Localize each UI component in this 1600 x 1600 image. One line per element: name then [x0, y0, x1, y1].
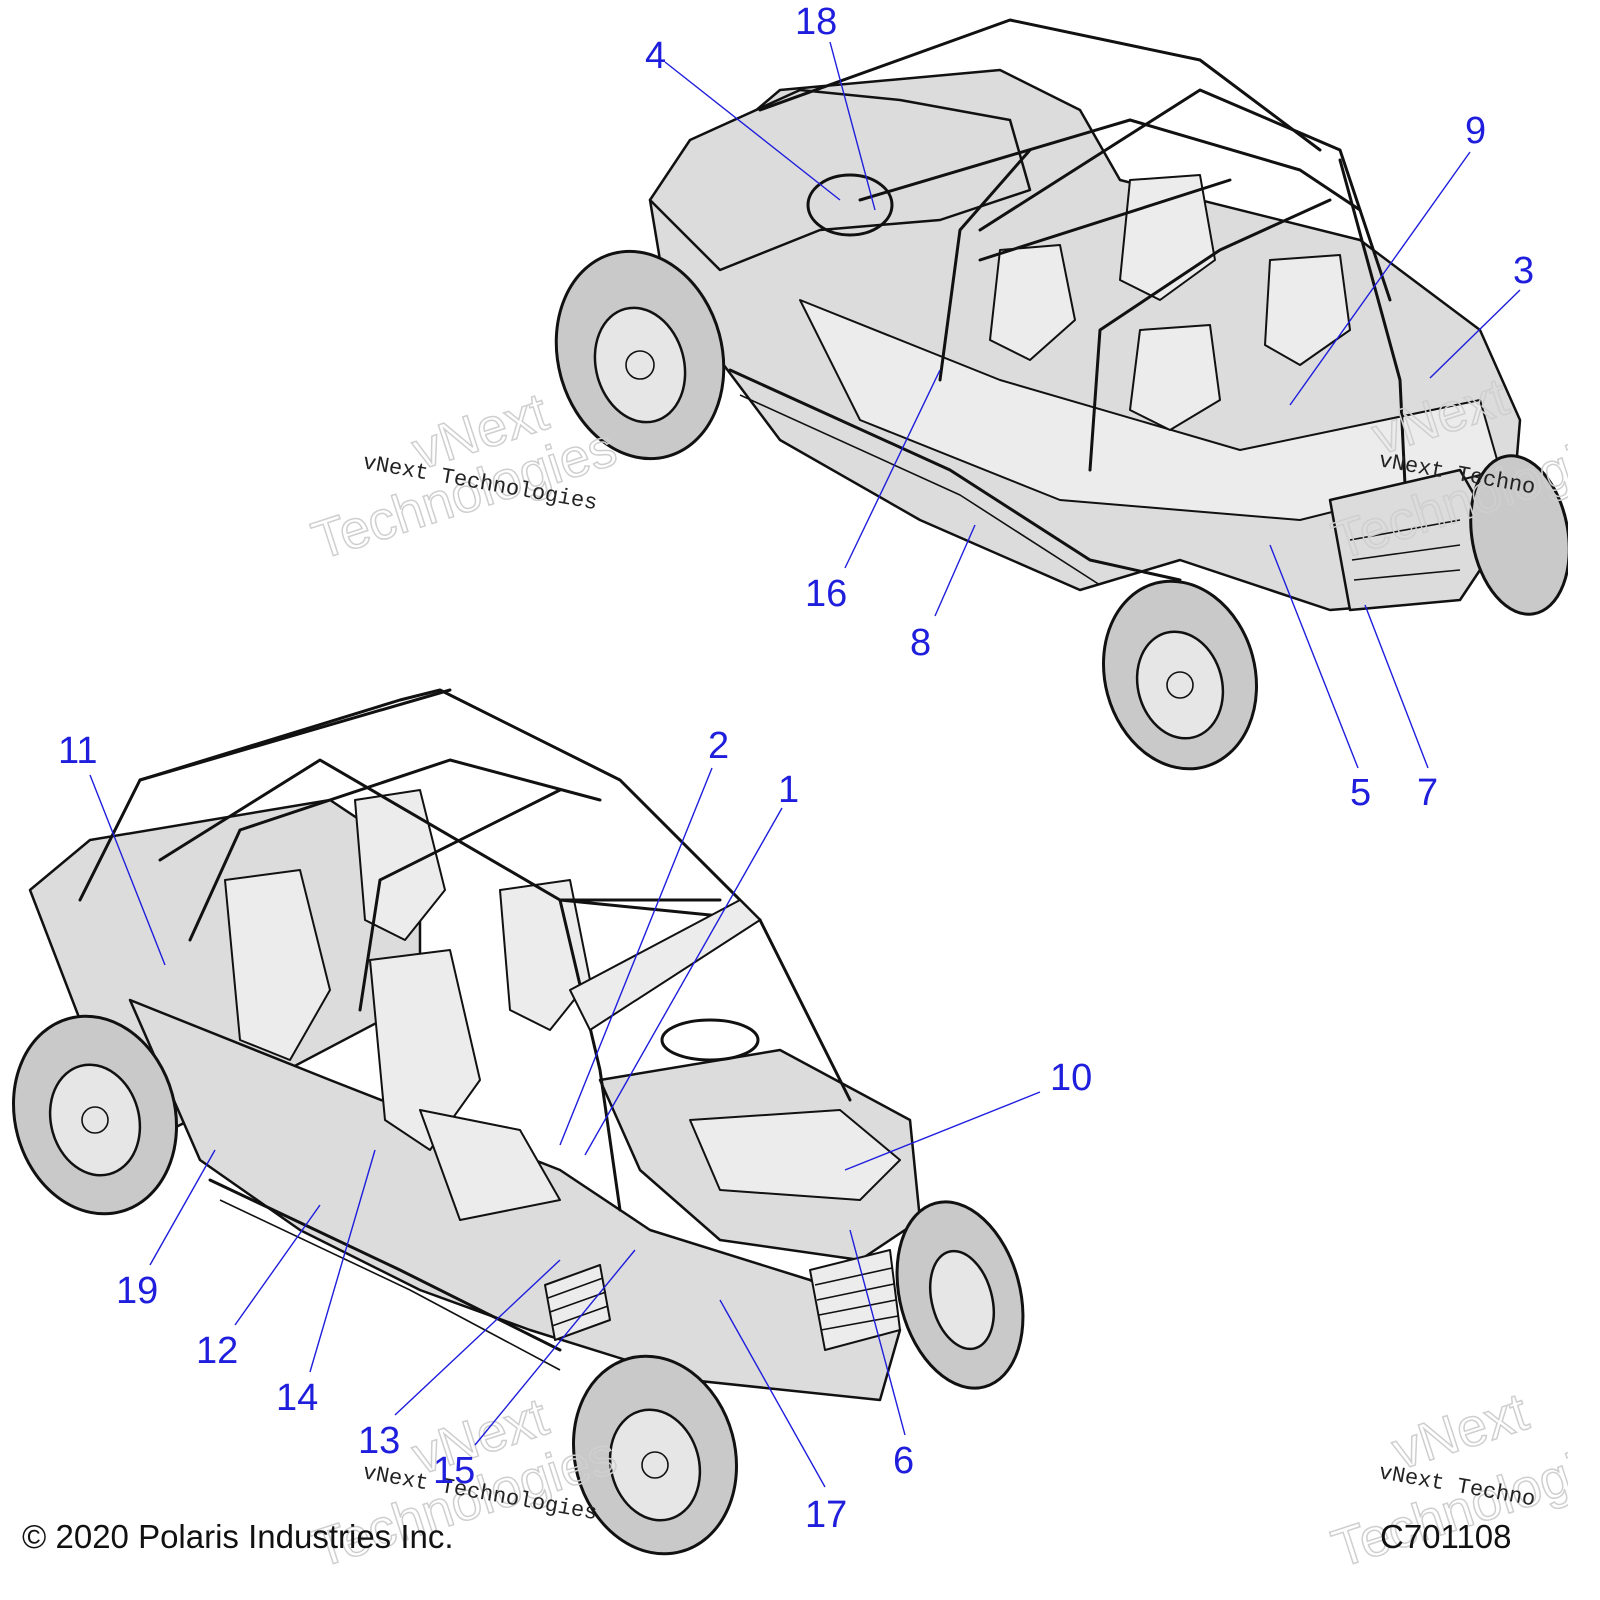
- vehicle-bottom-illustration: [12, 688, 1025, 1556]
- callout-1: 1: [778, 769, 799, 811]
- wheel-front-right-bottom: [895, 1200, 1025, 1390]
- callout-4: 4: [645, 35, 666, 77]
- callout-11: 11: [58, 730, 97, 772]
- wheel-front-left-top: [554, 249, 726, 461]
- wheel-rear-left-top: [1101, 579, 1259, 771]
- callout-7: 7: [1417, 772, 1438, 814]
- leader-lines: [89, 41, 1521, 1488]
- callout-14: 14: [276, 1377, 318, 1419]
- copyright-text: © 2020 Polaris Industries Inc.: [22, 1518, 454, 1555]
- figure-code: C701108: [1380, 1518, 1512, 1555]
- callout-3: 3: [1513, 250, 1534, 292]
- callout-5: 5: [1350, 772, 1371, 814]
- callout-15: 15: [433, 1450, 475, 1492]
- watermarks: vNext Technologies vNext Technologies vN…: [304, 366, 1568, 1568]
- callouts: 18 4 9 3 16 8 5 7 11 2 1 10 19 12 14 13 …: [58, 1, 1534, 1536]
- callout-19: 19: [116, 1270, 158, 1312]
- callout-6: 6: [893, 1440, 914, 1482]
- wheel-rear-right-top: [1469, 454, 1568, 616]
- wheel-front-left-bottom: [572, 1354, 738, 1556]
- callout-16: 16: [805, 573, 847, 615]
- callout-12: 12: [196, 1330, 238, 1372]
- callout-18: 18: [795, 1, 837, 43]
- wheel-rear-left-bottom: [12, 1014, 178, 1216]
- callout-8: 8: [910, 622, 931, 664]
- callout-10: 10: [1050, 1057, 1092, 1099]
- callout-13: 13: [358, 1420, 400, 1462]
- callout-2: 2: [708, 725, 729, 767]
- callout-17: 17: [805, 1494, 847, 1536]
- vehicle-top-illustration: [554, 18, 1568, 771]
- callout-9: 9: [1465, 110, 1486, 152]
- parts-diagram: vNext Technologies vNext Technologies vN…: [12, 1, 1568, 1568]
